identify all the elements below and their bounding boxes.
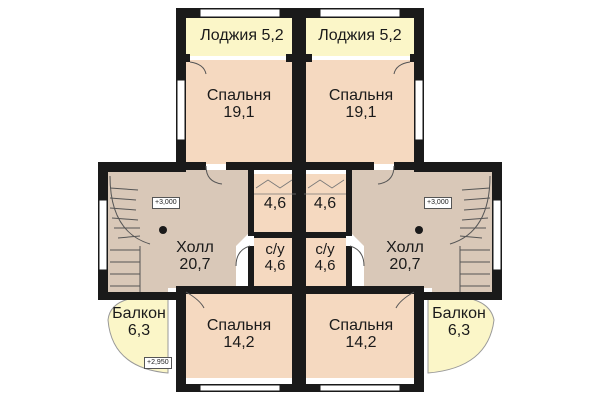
- balcony-left-name: Балкон: [112, 305, 166, 322]
- bedroom-top-right-name: Спальня: [328, 87, 394, 104]
- balcony-left-area: 6,3: [127, 321, 151, 339]
- stair-post-right: [415, 226, 423, 234]
- loggia-left-name: Лоджия: [200, 27, 257, 44]
- wc-right-name: с/у: [315, 241, 335, 258]
- loggia-left-floor: [184, 18, 294, 56]
- wc-right-floor: [304, 238, 346, 288]
- wc-left-floor: [254, 238, 296, 288]
- loggia-right-area: 5,2: [379, 27, 402, 44]
- windows: [98, 8, 502, 392]
- wc-left-name: с/у: [265, 241, 285, 258]
- closet-right-label: 4,6: [304, 195, 346, 213]
- hall-left-area: 20,7: [179, 255, 211, 273]
- bedroom-bottom-right-area: 14,2: [345, 333, 377, 351]
- hall-right-name: Холл: [386, 239, 424, 256]
- wc-right-label: с/у 4,6: [304, 242, 346, 274]
- bedroom-top-left-area: 19,1: [223, 103, 255, 121]
- balcony-right-name: Балкон: [432, 305, 486, 322]
- bedroom-top-left-name: Спальня: [206, 87, 272, 104]
- loggia-right-text: Лоджия 5,2: [308, 27, 412, 45]
- bedroom-bottom-right-floor: [306, 292, 416, 378]
- loggia-right-name: Лоджия: [318, 27, 375, 44]
- hall-left-label: Холл 20,7: [160, 239, 230, 274]
- bedroom-bottom-left-label: Спальня 14,2: [186, 317, 292, 352]
- closet-left-floor: [254, 174, 296, 232]
- closet-left-label: 4,6: [254, 195, 296, 213]
- doors: [185, 61, 415, 309]
- level-mark-balcony: +2,950: [144, 357, 172, 369]
- loggia-left-label: Лоджия 5,2: [190, 27, 294, 45]
- stairs-left: [109, 175, 151, 296]
- hall-left-floor: [106, 170, 250, 296]
- bedroom-top-right-label: Спальня 19,1: [308, 87, 414, 122]
- wc-left-area: 4,6: [264, 256, 286, 274]
- balcony-left-label: Балкон 6,3: [108, 305, 170, 340]
- bedroom-bottom-left-area: 14,2: [223, 333, 255, 351]
- bedroom-bottom-right-label: Спальня 14,2: [308, 317, 414, 352]
- hall-right-label: Холл 20,7: [370, 239, 440, 274]
- closet-details: [254, 179, 346, 195]
- balcony-right-label: Балкон 6,3: [428, 305, 490, 340]
- closet-right-area: 4,6: [313, 195, 337, 212]
- bedroom-top-left-floor: [184, 60, 294, 164]
- balcony-right-area: 6,3: [447, 321, 471, 339]
- bedroom-bottom-right-name: Спальня: [328, 317, 394, 334]
- loggia-right-label: Лоджия 5,2: [308, 27, 412, 45]
- level-mark-right: +3,000: [424, 197, 452, 209]
- hall-right-area: 20,7: [389, 255, 421, 273]
- loggia-right-floor: [306, 18, 416, 56]
- bedroom-bottom-left-name: Спальня: [206, 317, 272, 334]
- bedroom-bottom-left-floor: [184, 292, 294, 378]
- closet-left-area: 4,6: [263, 195, 287, 212]
- loggia-left-text: Лоджия 5,2: [190, 27, 294, 45]
- wc-left-label: с/у 4,6: [254, 242, 296, 274]
- hall-left-name: Холл: [176, 239, 214, 256]
- wc-right-area: 4,6: [314, 256, 336, 274]
- bedroom-top-right-floor: [306, 60, 416, 164]
- stair-post-left: [159, 226, 167, 234]
- bedroom-top-left-label: Спальня 19,1: [186, 87, 292, 122]
- level-mark-left: +3,000: [152, 197, 180, 209]
- bedroom-top-right-area: 19,1: [345, 103, 377, 121]
- loggia-left-area: 5,2: [261, 27, 284, 44]
- hall-right-floor: [350, 170, 494, 296]
- stairs-right: [449, 175, 491, 296]
